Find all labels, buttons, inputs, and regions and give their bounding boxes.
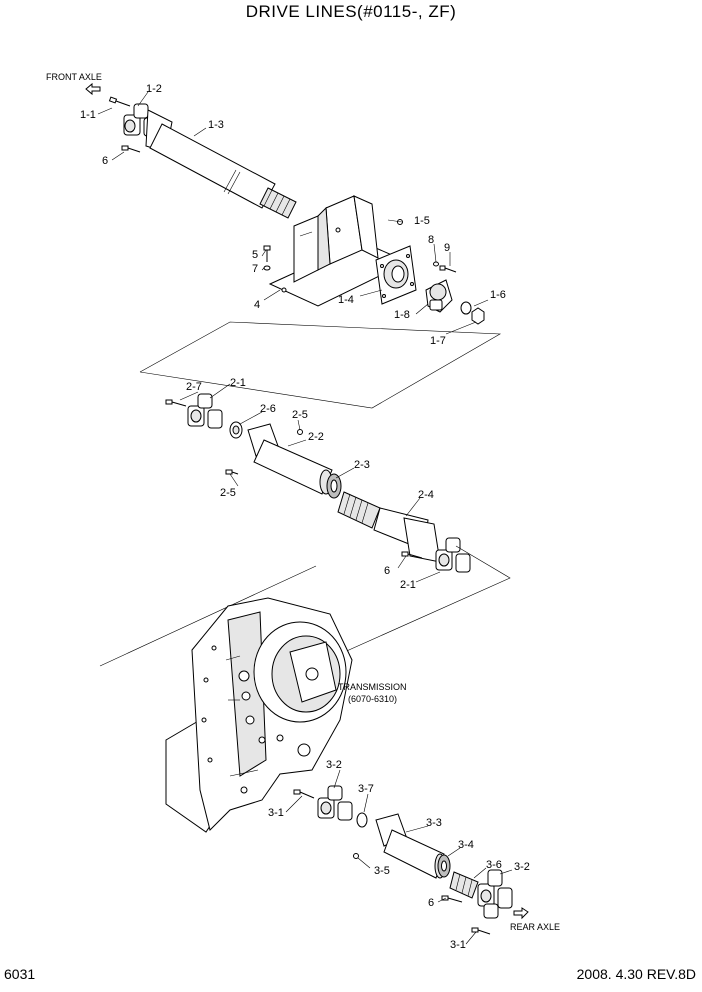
callout-2-2: 2-2 [308, 431, 324, 443]
front-drive-shaft-group: FRONT AXLE [46, 72, 506, 409]
callout-8: 8 [428, 234, 434, 246]
callout-2-4: 2-4 [418, 489, 434, 501]
callout-2-1-bottom: 2-1 [400, 579, 416, 591]
universal-joint-3-2-front [317, 785, 353, 821]
bolt-3-1-bottom [471, 927, 491, 935]
slip-yoke-2-2 [247, 423, 333, 495]
revision-stamp: 2008. 4.30 REV.8D [576, 966, 696, 982]
callout-6-rear: 6 [428, 897, 434, 909]
callout-4: 4 [254, 299, 260, 311]
callout-1-2: 1-2 [146, 83, 162, 95]
callout-2-6: 2-6 [260, 403, 276, 415]
callout-6-front: 6 [102, 155, 108, 167]
callout-7: 7 [252, 263, 258, 275]
callout-3-1-bottom: 3-1 [450, 939, 466, 951]
transmission-housing [165, 597, 353, 833]
front-axle-label: FRONT AXLE [46, 72, 102, 82]
universal-joint-2-1-front [187, 393, 223, 429]
universal-joint-2-1-rear [435, 537, 471, 573]
callout-3-6: 3-6 [486, 859, 502, 871]
callout-1-1: 1-1 [80, 109, 96, 121]
bearing-housing-1-4 [375, 245, 417, 305]
bolt-6-center [401, 551, 423, 559]
callout-3-7: 3-7 [358, 783, 374, 795]
washer-8 [433, 261, 439, 267]
callout-9: 9 [444, 242, 450, 254]
callout-3-2-bottom: 3-2 [514, 861, 530, 873]
support-bracket-4 [268, 195, 410, 307]
bolt-6-rear [441, 895, 463, 903]
universal-joint-3-2-rear [477, 869, 513, 919]
callout-2-5-top: 2-5 [292, 409, 308, 421]
callout-5: 5 [252, 249, 258, 261]
bolt-3-1-top [293, 789, 315, 799]
callout-2-7: 2-7 [186, 381, 202, 393]
callout-2-1-top: 2-1 [230, 377, 246, 389]
companion-flange-1-8 [425, 279, 453, 313]
bolt-2-7 [165, 399, 187, 407]
page-title: DRIVE LINES(#0115-, ZF) [245, 2, 457, 21]
transmission-ref-label: (6070-6310) [348, 694, 397, 704]
callout-3-5: 3-5 [374, 865, 390, 877]
splined-shaft-2-4 [337, 491, 441, 563]
transmission-group: TRANSMISSION (6070-6310) [165, 597, 560, 951]
bolt-1-1 [108, 96, 131, 107]
splined-shaft-3-6 [449, 871, 479, 899]
grease-nipple-2-5-top [297, 429, 303, 435]
callout-1-8: 1-8 [394, 309, 410, 321]
grease-nipple-3-5 [353, 853, 359, 859]
rear-axle-label: REAR AXLE [510, 922, 560, 932]
grease-nipple-2-5-bottom [225, 469, 239, 475]
callout-1-3: 1-3 [208, 119, 224, 131]
callout-2-5-bottom: 2-5 [220, 487, 236, 499]
seal-3-7 [356, 812, 368, 828]
bearing-3-4 [437, 854, 451, 878]
transmission-label: TRANSMISSION [338, 682, 407, 692]
rear-axle-arrow-icon [513, 907, 529, 920]
bolt-6-front [121, 145, 141, 153]
callout-3-2-top: 3-2 [326, 759, 342, 771]
front-axle-arrow-icon [85, 82, 101, 96]
callout-1-4: 1-4 [338, 294, 354, 306]
page-number: 6031 [4, 966, 36, 982]
bearing-2-3 [326, 473, 342, 499]
bolt-5 [263, 245, 271, 262]
callout-1-5: 1-5 [414, 215, 430, 227]
callout-2-3: 2-3 [354, 459, 370, 471]
callout-1-7: 1-7 [430, 335, 446, 347]
washer-1-6 [460, 301, 472, 315]
nut-1-7 [471, 307, 485, 325]
callout-6-center: 6 [384, 565, 390, 577]
callout-3-4: 3-4 [458, 839, 474, 851]
callout-3-1-top: 3-1 [268, 807, 284, 819]
drive-shaft-1-3 [149, 123, 297, 219]
callout-3-3: 3-3 [426, 817, 442, 829]
callout-1-6: 1-6 [490, 289, 506, 301]
washer-7 [263, 265, 271, 271]
bolt-9 [439, 265, 457, 273]
center-drive-shaft-group: 2-7 2-1 2-6 2-5 2-2 2-5 2-3 2-4 6 2-1 [99, 377, 511, 667]
